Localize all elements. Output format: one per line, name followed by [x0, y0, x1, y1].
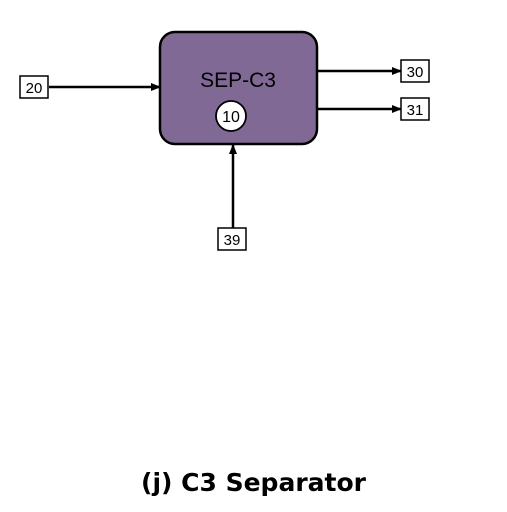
- stream-31-tag: [400, 97, 430, 121]
- separator-unit: SEP-C3 10: [158, 30, 319, 146]
- stream-39: 39: [217, 144, 247, 251]
- stream-30: 30: [317, 59, 430, 83]
- stream-30-label: 30: [407, 64, 424, 81]
- stream-39-label: 39: [224, 232, 241, 249]
- figure-caption: (j) C3 Separator: [141, 468, 366, 497]
- stream-30-tag: [400, 59, 430, 83]
- stream-39-tag: [217, 227, 247, 251]
- stream-20-tag: [19, 75, 49, 99]
- stream-20-label: 20: [26, 80, 43, 97]
- separator-unit-label: SEP-C3: [200, 69, 276, 92]
- unit-number-circle: [215, 100, 247, 132]
- unit-number-label: 10: [222, 109, 240, 126]
- stream-31-label: 31: [407, 102, 424, 119]
- stream-20: 20: [19, 75, 161, 99]
- stream-31: 31: [317, 97, 430, 121]
